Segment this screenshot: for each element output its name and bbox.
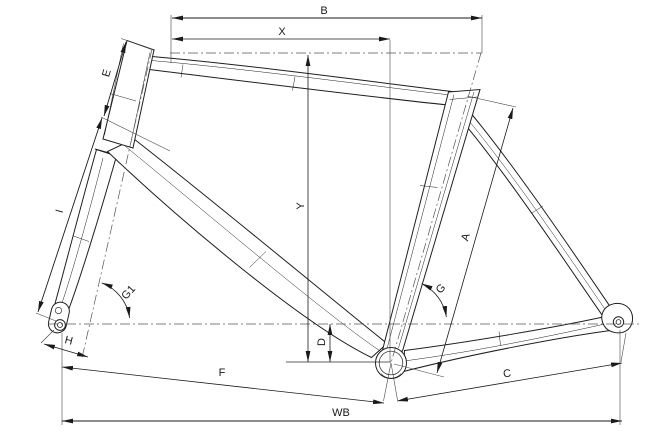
dimension-lines (37, 15, 623, 424)
dim-angle-g1 (101, 282, 131, 318)
label-wheelbase-wb: WB (332, 407, 350, 419)
dim-angle-g (421, 283, 448, 318)
label-top-tube-horizontal-b: B (320, 5, 327, 17)
label-head-tube-e: E (100, 68, 114, 78)
center-lines (48, 48, 642, 364)
dim-e (103, 41, 127, 117)
label-bb-drop-d: D (316, 338, 328, 346)
dim-f (61, 365, 385, 405)
label-seat-tube-a: A (459, 231, 473, 242)
down-tube (106, 138, 388, 359)
label-stack-y: Y (295, 202, 307, 210)
bike-frame-drawing (47, 39, 634, 379)
label-fork-rake-h: H (63, 334, 74, 348)
label-chainstay-c: C (502, 367, 512, 380)
label-front-center-f: F (219, 367, 226, 379)
label-reach-x: X (278, 26, 286, 38)
top-tube (148, 55, 453, 106)
dim-a (436, 107, 514, 374)
fork-blade (53, 148, 118, 314)
dim-c (396, 362, 623, 402)
steering-axis (81, 48, 153, 359)
dimension-labels: B X E I Y A G G1 H D F C WB (54, 5, 512, 419)
dim-i (37, 117, 103, 313)
label-fork-length-i: I (54, 208, 66, 214)
dim-h (43, 343, 89, 358)
